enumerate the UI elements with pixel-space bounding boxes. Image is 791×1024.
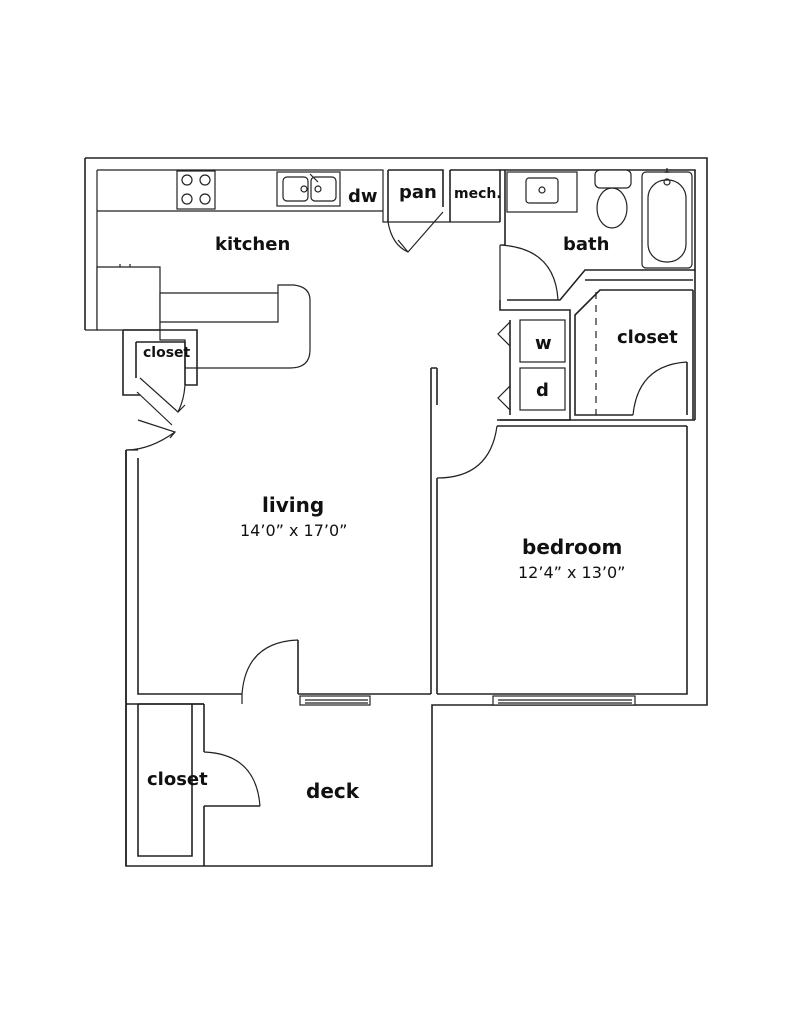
bath-walls <box>500 169 696 301</box>
laundry-bifold-door-icon <box>497 321 511 411</box>
kitchen-sink-icon <box>276 171 341 207</box>
living-bedroom-wall <box>430 367 438 694</box>
bath-label: bath <box>563 234 609 255</box>
refrigerator <box>96 266 161 331</box>
living-walls <box>125 450 431 866</box>
dw-label: dw <box>348 186 378 207</box>
deck-label: deck <box>306 779 360 803</box>
bedroom-top-wall <box>437 419 695 695</box>
kitchen-label: kitchen <box>215 234 290 255</box>
bedroom-closet-door-icon <box>632 361 688 416</box>
bedroom-dimensions: 12’4” x 13’0” <box>518 563 625 582</box>
pantry-walls <box>387 169 501 222</box>
bedroom-door-icon <box>436 425 498 479</box>
kitchen-closet-door-icon <box>136 377 186 426</box>
dryer-label: d <box>536 380 549 401</box>
stove-icon <box>176 170 216 210</box>
kitchen-closet-label: closet <box>143 345 191 361</box>
deck-door-icon <box>241 639 299 704</box>
bath-door-icon <box>499 244 559 301</box>
deck-closet-label: closet <box>147 769 208 790</box>
living-door-icon <box>125 419 177 451</box>
living-sliding-door-icon <box>299 695 371 706</box>
toilet-icon <box>594 169 632 229</box>
deck-closet-door-icon <box>203 751 261 807</box>
bedroom-sliding-door-icon <box>492 695 636 706</box>
bedroom-label: bedroom <box>522 535 622 559</box>
bedroom-closet-label: closet <box>617 327 678 348</box>
living-label: living <box>262 493 324 517</box>
kitchen-closet-walls <box>122 329 198 396</box>
pantry-label: pan <box>399 182 437 203</box>
bathtub-icon <box>641 168 693 269</box>
living-dimensions: 14’0” x 17’0” <box>240 521 347 540</box>
washer-icon <box>519 319 566 363</box>
deck-walls <box>137 703 260 866</box>
pantry-door-icon <box>387 211 444 253</box>
bedroom-closet-walls <box>574 270 696 420</box>
exterior-wall <box>84 157 708 867</box>
bath-vanity <box>506 171 578 213</box>
dryer-icon <box>519 367 566 411</box>
mech-label: mech. <box>454 186 502 202</box>
washer-label: w <box>535 333 552 354</box>
